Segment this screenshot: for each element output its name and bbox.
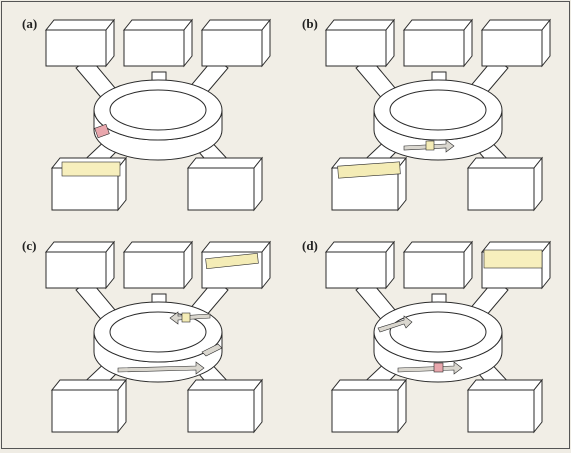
box-tm-front bbox=[123, 29, 185, 67]
flow-arrow-bottom bbox=[397, 361, 463, 375]
panel-d: (d) bbox=[286, 228, 569, 452]
box-br-side bbox=[253, 156, 263, 212]
box-tr-top bbox=[200, 19, 272, 31]
packet-yellow-top-right bbox=[205, 252, 259, 270]
highlight-box-bottom-left bbox=[61, 161, 121, 177]
highlight-box-top-right bbox=[483, 249, 543, 269]
packet-pink bbox=[433, 362, 444, 373]
ring-diagram-c bbox=[44, 240, 272, 434]
box-tl-front bbox=[45, 29, 107, 67]
panel-label: (c) bbox=[22, 238, 37, 253]
packet-yellow-leaving bbox=[337, 161, 401, 179]
panel-label: (d) bbox=[302, 238, 318, 253]
panel-a: (a) bbox=[6, 6, 289, 230]
box-tl-top bbox=[44, 19, 116, 31]
panel-label: (b) bbox=[302, 16, 318, 31]
panel-b: (b) bbox=[286, 6, 569, 230]
packet-pink bbox=[94, 123, 110, 139]
packet-yellow bbox=[425, 140, 435, 151]
panel-c: (c) bbox=[6, 228, 289, 452]
flow-arrow-curve bbox=[201, 343, 223, 357]
ring-hole bbox=[109, 89, 207, 131]
flow-arrow-left bbox=[377, 315, 413, 333]
flow-arrow-bottom bbox=[117, 361, 205, 375]
packet-yellow bbox=[181, 312, 191, 323]
ring-diagram-b bbox=[324, 18, 552, 212]
ring-diagram-a bbox=[44, 18, 272, 212]
box-tr-front bbox=[201, 29, 263, 67]
box-br-front bbox=[187, 167, 255, 211]
box-br-top bbox=[186, 157, 264, 169]
panel-label: (a) bbox=[22, 16, 38, 31]
ring-diagram-d bbox=[324, 240, 552, 434]
box-tm-top bbox=[122, 19, 194, 31]
